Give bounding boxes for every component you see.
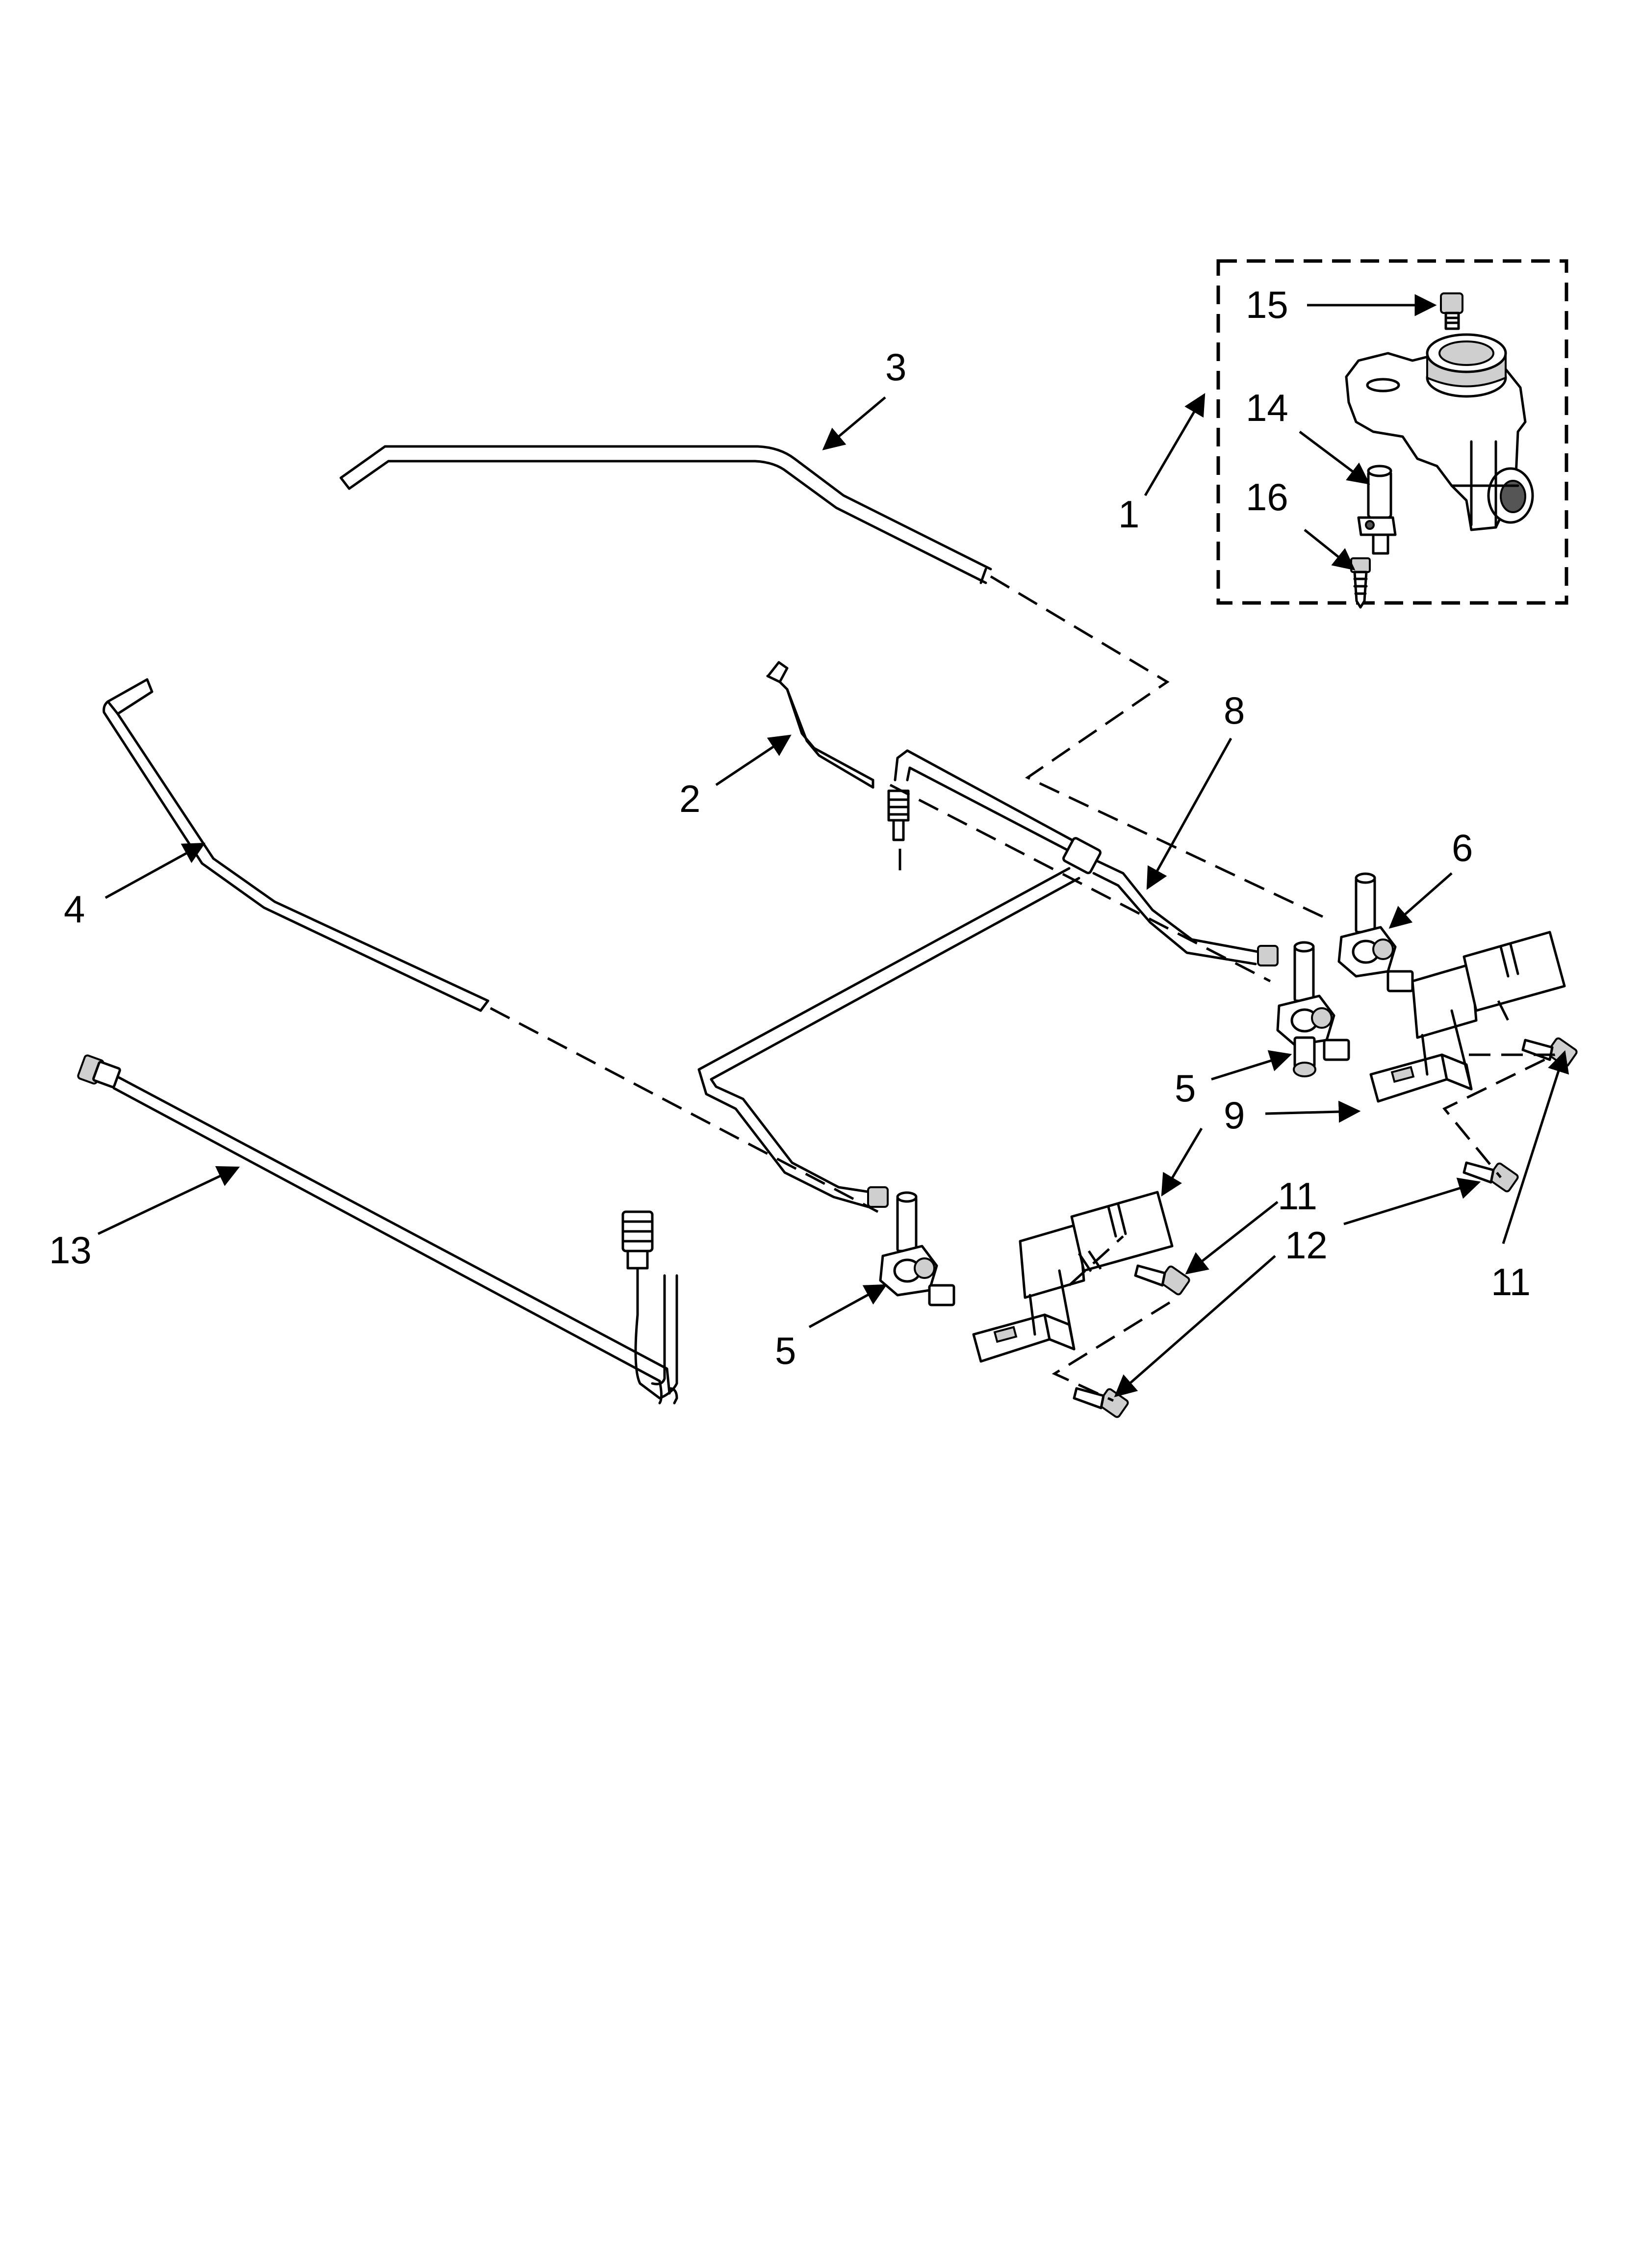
callout-6: 6 xyxy=(1452,826,1473,869)
valve-5-rear xyxy=(1276,941,1350,1077)
gas-tube-4 xyxy=(103,678,489,1012)
callout-labels: 1 15 14 16 3 2 4 8 6 5 9 11 12 11 5 13 xyxy=(49,283,1531,1372)
callout-14: 14 xyxy=(1246,386,1288,429)
screw-11-rear xyxy=(1521,1037,1578,1068)
callout-4: 4 xyxy=(64,887,85,931)
callout-5-rear: 5 xyxy=(1175,1067,1196,1110)
callout-12: 12 xyxy=(1285,1224,1328,1267)
valve-5-front xyxy=(879,1191,955,1306)
pressure-regulator xyxy=(1345,333,1534,531)
callout-16: 16 xyxy=(1246,475,1288,519)
callout-11-front: 11 xyxy=(1278,1174,1317,1218)
callout-13: 13 xyxy=(49,1228,92,1272)
valve-6 xyxy=(1337,872,1414,992)
stud-14 xyxy=(1357,465,1397,555)
assembly-guide-lines xyxy=(489,575,1556,1402)
screw-12-rear xyxy=(1462,1161,1519,1193)
manifold-8 xyxy=(697,749,1279,1208)
screw-11-front xyxy=(1134,1264,1190,1296)
callout-1: 1 xyxy=(1118,493,1139,536)
burner-bracket-9-front xyxy=(972,1191,1174,1363)
callout-11-rear: 11 xyxy=(1491,1260,1531,1303)
callout-5-front: 5 xyxy=(775,1329,796,1372)
orifice-fitting-15 xyxy=(1440,292,1463,330)
callout-8: 8 xyxy=(1224,689,1245,732)
burner-bracket-9-rear xyxy=(1369,931,1566,1103)
gas-tube-2 xyxy=(766,661,874,789)
gas-tube-3 xyxy=(339,445,992,584)
callout-2: 2 xyxy=(679,777,700,820)
callout-9: 9 xyxy=(1224,1094,1245,1137)
callout-leaders xyxy=(97,294,1569,1397)
callout-15: 15 xyxy=(1246,283,1288,326)
callout-3: 3 xyxy=(885,345,906,389)
screw-16 xyxy=(1350,557,1371,609)
gas-tube-13 xyxy=(77,1054,678,1405)
regulator-detail-box xyxy=(1216,259,1568,605)
